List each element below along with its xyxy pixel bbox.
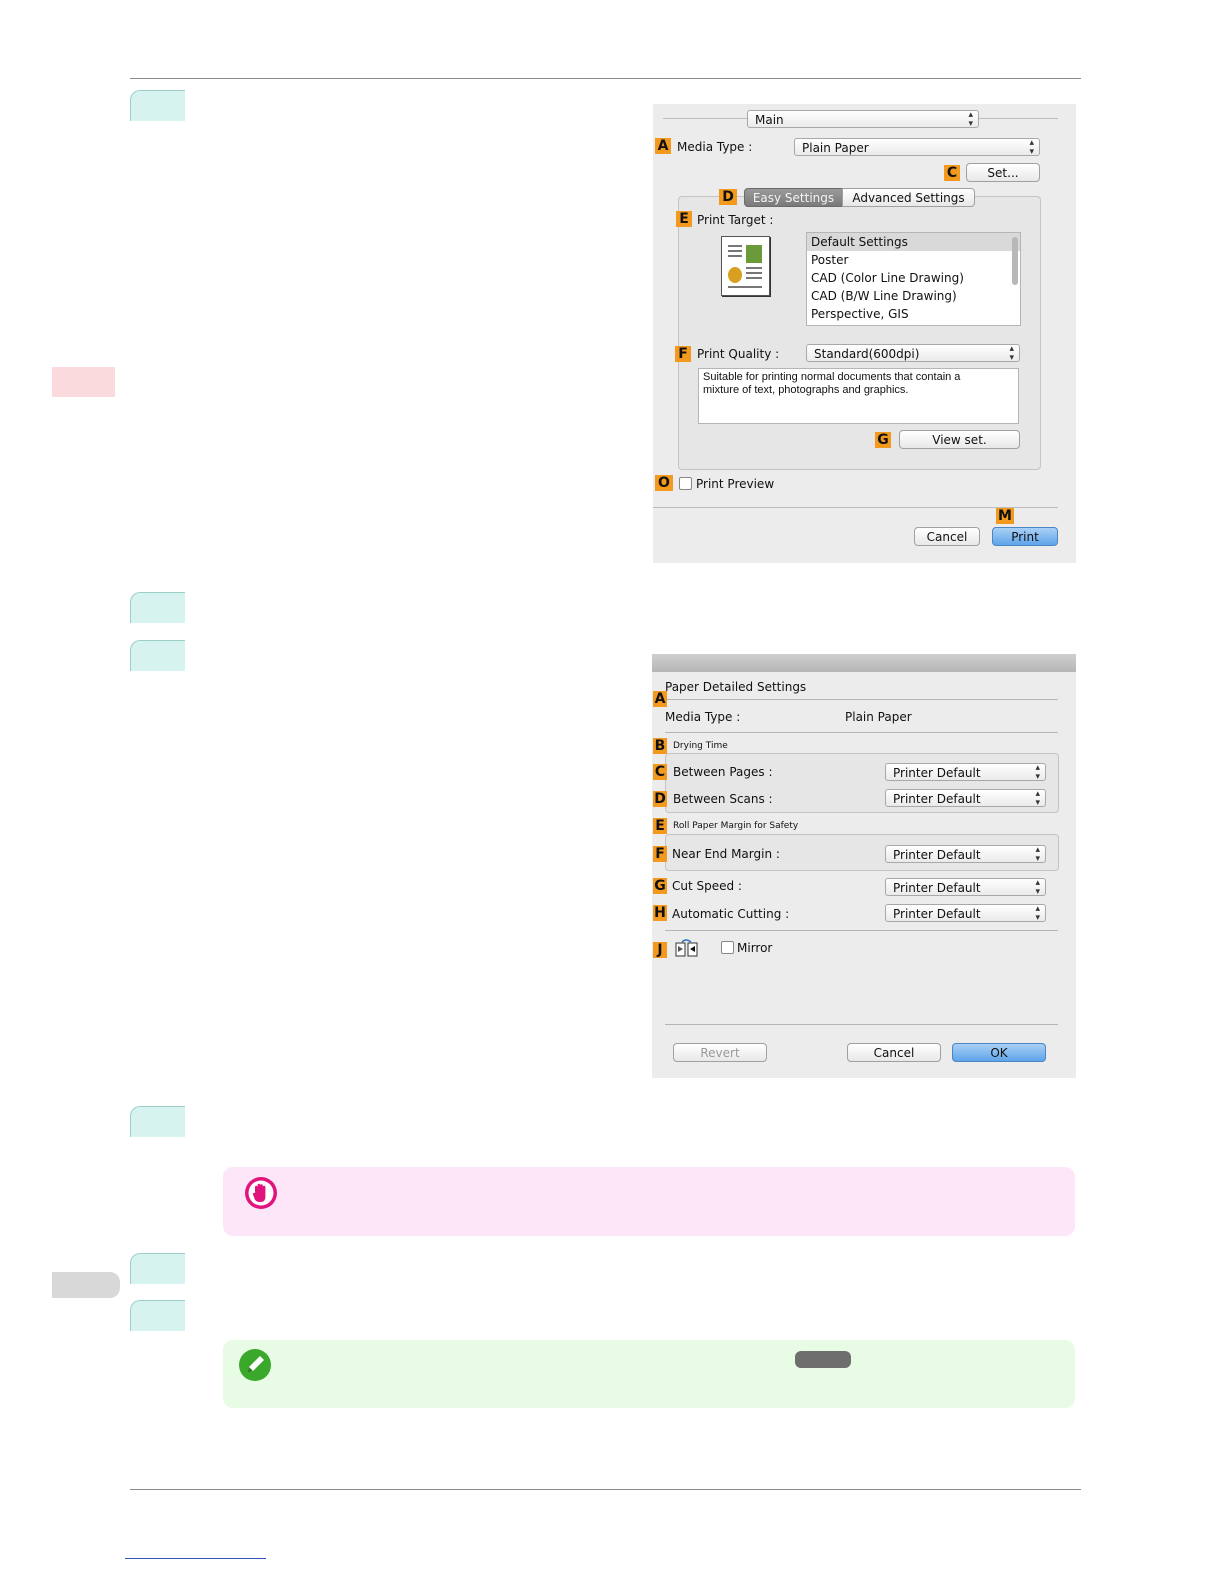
badge-d: D	[719, 189, 737, 205]
popup-arrows-icon: ▴▾	[1009, 344, 1014, 363]
badge-g: G	[653, 878, 667, 894]
step-marker-4	[130, 1106, 185, 1137]
list-scrollbar[interactable]	[1012, 237, 1018, 285]
tab-advanced-settings[interactable]: Advanced Settings	[842, 188, 975, 207]
set-button[interactable]: Set...	[966, 163, 1040, 182]
step-marker-6	[130, 1300, 185, 1331]
automatic-cutting-label: Automatic Cutting :	[672, 907, 790, 921]
print-target-list[interactable]: Default Settings Poster CAD (Color Line …	[806, 232, 1021, 326]
badge-j: J	[653, 942, 667, 958]
print-button[interactable]: Print	[992, 527, 1058, 546]
paper-detailed-settings-dialog: Paper Detailed Settings A Media Type : P…	[652, 654, 1076, 1078]
ok-button[interactable]: OK	[952, 1043, 1046, 1062]
badge-c: C	[653, 764, 667, 780]
drying-time-label: Drying Time	[673, 741, 728, 751]
popup-arrows-icon: ▴▾	[1035, 878, 1040, 897]
list-item[interactable]: Perspective, GIS	[811, 307, 909, 321]
cut-speed-popup[interactable]: Printer Default ▴▾	[885, 878, 1046, 897]
media-type-popup[interactable]: Plain Paper ▴▾	[794, 138, 1040, 157]
badge-e: E	[653, 818, 667, 834]
badge-h: H	[653, 905, 667, 921]
dialog-separator	[653, 507, 1058, 508]
top-rule	[130, 78, 1081, 79]
key-button-placeholder	[795, 1351, 851, 1368]
pane-popup[interactable]: Main ▴▾	[747, 110, 979, 129]
pencil-note-icon	[238, 1348, 272, 1386]
hand-stop-icon	[244, 1176, 278, 1214]
print-preview-label: Print Preview	[696, 477, 775, 491]
side-tab-page	[52, 1272, 120, 1298]
badge-m: M	[996, 508, 1014, 524]
list-item[interactable]: CAD (B/W Line Drawing)	[811, 289, 957, 303]
step-marker-2	[130, 592, 185, 623]
bottom-rule	[130, 1489, 1081, 1490]
note-box	[223, 1340, 1075, 1408]
cancel-button[interactable]: Cancel	[847, 1043, 941, 1062]
badge-c: C	[944, 165, 960, 181]
between-pages-label: Between Pages :	[673, 765, 773, 779]
print-quality-label: Print Quality :	[697, 347, 780, 361]
side-tab-chapter	[52, 367, 115, 397]
step-marker-3	[130, 640, 185, 671]
popup-arrows-icon: ▴▾	[1029, 138, 1034, 157]
print-target-label: Print Target :	[697, 213, 774, 227]
footer-link-underline	[125, 1558, 266, 1559]
dialog-title: Paper Detailed Settings	[665, 680, 807, 694]
mirror-label: Mirror	[737, 941, 773, 955]
popup-arrows-icon: ▴▾	[1035, 845, 1040, 864]
list-item[interactable]: Default Settings	[807, 233, 1020, 251]
media-type-label: Media Type :	[677, 140, 753, 154]
badge-e: E	[676, 211, 692, 227]
mirror-icon	[675, 938, 699, 958]
mirror-checkbox[interactable]	[721, 941, 734, 954]
list-item[interactable]: CAD (Color Line Drawing)	[811, 271, 964, 285]
between-scans-popup[interactable]: Printer Default ▴▾	[885, 789, 1046, 808]
near-end-margin-label: Near End Margin :	[672, 847, 780, 861]
important-note	[223, 1167, 1075, 1236]
badge-b: B	[653, 738, 667, 754]
popup-arrows-icon: ▴▾	[1035, 789, 1040, 808]
print-dialog: Main ▴▾ A Media Type : Plain Paper ▴▾ C …	[653, 104, 1076, 563]
cut-speed-label: Cut Speed :	[672, 879, 742, 893]
print-quality-description: Suitable for printing normal documents t…	[698, 368, 1019, 424]
between-scans-label: Between Scans :	[673, 792, 773, 806]
view-set-button[interactable]: View set.	[899, 430, 1020, 449]
badge-a: A	[653, 691, 667, 707]
between-pages-popup[interactable]: Printer Default ▴▾	[885, 763, 1046, 782]
badge-a: A	[655, 138, 671, 154]
media-type-value: Plain Paper	[845, 710, 912, 724]
badge-f: F	[675, 346, 691, 362]
near-end-margin-popup[interactable]: Printer Default ▴▾	[885, 845, 1046, 864]
automatic-cutting-popup[interactable]: Printer Default ▴▾	[885, 904, 1046, 923]
step-marker-1	[130, 90, 185, 121]
badge-d: D	[653, 791, 667, 807]
popup-arrows-icon: ▴▾	[1035, 904, 1040, 923]
print-preview-checkbox[interactable]	[679, 477, 692, 490]
badge-o: O	[655, 475, 673, 491]
badge-f: F	[653, 846, 667, 862]
media-type-label: Media Type :	[665, 710, 741, 724]
tab-easy-settings[interactable]: Easy Settings	[744, 188, 843, 207]
list-item[interactable]: Poster	[811, 253, 849, 267]
popup-arrows-icon: ▴▾	[968, 110, 973, 129]
print-target-preview	[721, 236, 770, 296]
cancel-button[interactable]: Cancel	[914, 527, 980, 546]
badge-g: G	[875, 432, 891, 448]
title-bar	[652, 654, 1076, 672]
print-quality-popup[interactable]: Standard(600dpi) ▴▾	[806, 344, 1020, 363]
step-marker-5	[130, 1253, 185, 1284]
revert-button[interactable]: Revert	[673, 1043, 767, 1062]
popup-arrows-icon: ▴▾	[1035, 763, 1040, 782]
roll-margin-label: Roll Paper Margin for Safety	[673, 821, 799, 831]
